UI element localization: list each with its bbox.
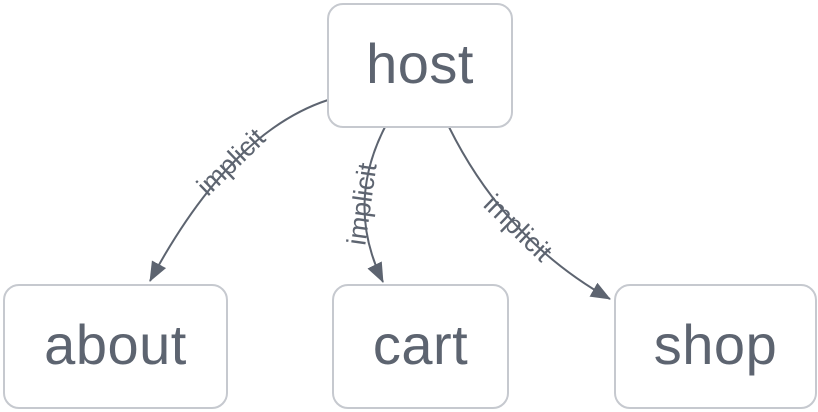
node-cart-label: cart	[372, 312, 469, 376]
node-host-label: host	[366, 31, 474, 95]
node-cart: cart	[332, 284, 509, 409]
edge-host-shop	[448, 126, 611, 300]
node-shop-label: shop	[653, 312, 778, 376]
node-host: host	[327, 3, 513, 128]
edge-host-shop-label: implicit	[478, 189, 559, 268]
node-shop: shop	[614, 284, 817, 409]
edge-host-cart-label: implicit	[341, 161, 382, 247]
edge-host-about-label: implicit	[191, 122, 272, 201]
node-about: about	[3, 284, 228, 409]
edge-host-about	[149, 99, 329, 282]
edge-host-cart	[363, 126, 386, 283]
node-about-label: about	[44, 312, 187, 376]
